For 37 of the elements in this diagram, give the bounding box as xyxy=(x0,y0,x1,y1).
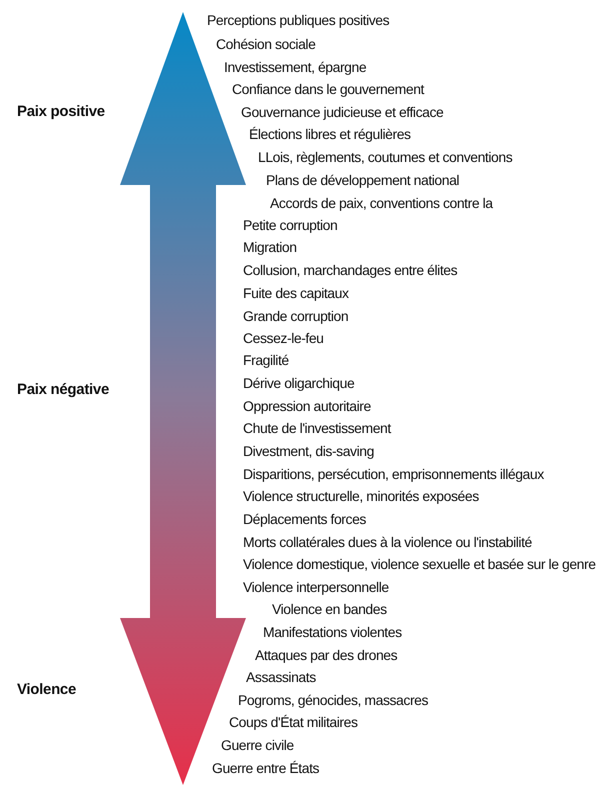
scale-label: Fuite des capitaux xyxy=(243,284,349,302)
scale-label: Coups d'État militaires xyxy=(229,713,358,731)
category-label: Violence xyxy=(17,681,76,699)
scale-label: Violence domestique, violence sexuelle et basée sur le genre xyxy=(243,555,596,573)
scale-label: Petite corruption xyxy=(243,216,338,234)
scale-label: Cessez-le-feu xyxy=(243,329,324,347)
scale-label: Confiance dans le gouvernement xyxy=(232,80,424,98)
scale-label: Morts collatérales dues à la violence ou l'instabilité xyxy=(243,533,532,551)
scale-label: Gouvernance judicieuse et efficace xyxy=(241,103,444,121)
scale-label: Déplacements forces xyxy=(243,510,366,528)
scale-label: Accords de paix, conventions contre la xyxy=(270,194,493,212)
scale-label: Violence interpersonnelle xyxy=(243,578,389,596)
scale-label: Chute de l'investissement xyxy=(243,419,391,437)
scale-label: Violence en bandes xyxy=(272,600,387,618)
scale-label: LLois, règlements, coutumes et conventions xyxy=(258,148,512,166)
scale-label: Disparitions, persécution, emprisonnements illégaux xyxy=(243,465,544,483)
scale-label: Fragilité xyxy=(243,351,289,369)
scale-label: Pogroms, génocides, massacres xyxy=(238,691,428,709)
category-label: Paix négative xyxy=(17,381,109,399)
scale-label: Manifestations violentes xyxy=(263,623,402,641)
scale-label: Investissement, épargne xyxy=(224,58,366,76)
scale-label: Migration xyxy=(243,238,297,256)
scale-label: Perceptions publiques positives xyxy=(207,11,390,29)
scale-label: Assassinats xyxy=(246,668,316,686)
scale-label: Guerre entre États xyxy=(212,759,320,777)
scale-label: Dérive oligarchique xyxy=(243,374,354,392)
scale-label: Plans de développement national xyxy=(266,171,460,189)
category-label: Paix positive xyxy=(17,103,105,121)
scale-label: Attaques par des drones xyxy=(255,646,398,664)
scale-label: Oppression autoritaire xyxy=(243,397,371,415)
scale-label: Grande corruption xyxy=(243,307,348,325)
scale-label: Collusion, marchandages entre élites xyxy=(243,261,458,279)
scale-label: Élections libres et régulières xyxy=(249,125,411,143)
scale-label: Guerre civile xyxy=(221,736,294,754)
scale-label: Divestment, dis-saving xyxy=(243,442,374,460)
scale-label: Cohésion sociale xyxy=(216,35,316,53)
scale-label: Violence structurelle, minorités exposées xyxy=(243,487,479,505)
